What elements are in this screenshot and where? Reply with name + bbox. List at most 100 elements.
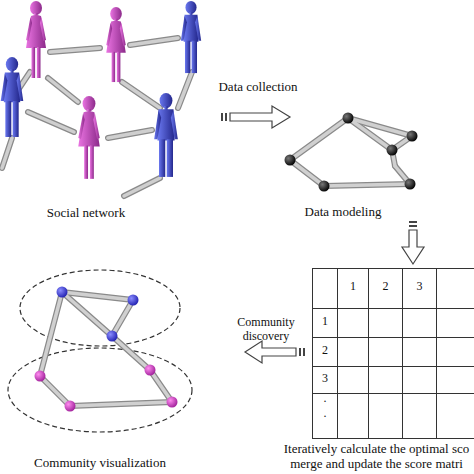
graph-edge [150,370,172,402]
social-link [2,138,12,168]
social-link-fill [2,38,192,196]
graph-edge [40,292,62,376]
social-link [48,78,78,102]
graph-edge [70,402,172,406]
graph-edge [112,300,133,336]
person-female [106,7,126,82]
step-label: Data collection [198,80,318,95]
graph-vertex [285,155,296,166]
arrow-tail-mark [299,348,301,356]
social-link [108,130,152,138]
graph-vertex [407,131,418,142]
graph-edge [70,402,172,406]
table-rule [312,337,474,338]
table-rule [312,308,474,309]
community-vertex [35,371,46,382]
social-link [28,112,74,132]
graph-edge [62,292,112,336]
step-label: Community discovery [229,316,303,344]
person-female [26,1,46,78]
step-label: Data modeling [293,205,393,220]
social-link [124,178,160,196]
graph-edge [112,336,150,370]
arrow-tail-mark [409,225,417,227]
graph-edge [40,376,70,406]
table-rule [436,268,437,439]
table-cell: . [315,407,335,421]
flow-arrow [402,230,424,264]
graph-edge [324,184,410,186]
graph-edge [348,118,392,150]
graph-edge [112,336,150,370]
graph-edge [150,370,172,402]
arrow-tail-mark [225,113,227,121]
table-rule [312,393,474,394]
table-cell: 2 [315,344,335,358]
social-link [122,82,160,108]
community-vertex [128,295,139,306]
arrow-tail-mark [221,113,223,121]
graph-edge [290,160,324,186]
community-vertex [57,287,68,298]
social-link [130,38,178,45]
person-male [1,57,24,137]
person-male [154,93,178,177]
graph-vertex [405,179,416,190]
table-cell: 1 [315,315,335,329]
arrow-tail-mark [409,221,417,223]
person-female [78,96,100,179]
social-link [130,38,178,45]
graph-edge [62,292,133,300]
community-vertex [145,365,156,376]
table-rule [337,268,338,439]
table-border [313,269,474,439]
social-link-outline [2,38,192,196]
graph-edge [290,118,348,160]
community-outline [8,348,192,432]
graph-edge [62,292,112,336]
graph-vertex [343,113,354,124]
social-link [48,78,78,102]
flow-arrow [245,341,296,363]
panel-caption: Community visualization [15,456,185,471]
panel-caption: Iteratively calculate the optimal sco me… [279,442,474,472]
graph-edge [290,118,348,160]
graph-edge-outline [290,118,412,186]
graph-edge [40,292,62,376]
panel-caption: Social network [26,206,146,221]
social-link [178,72,192,108]
graph-edge [290,160,324,186]
table-rule [368,268,369,439]
social-link [108,130,152,138]
community-vertex [167,397,178,408]
social-link [28,112,74,132]
community-outline [20,270,180,346]
social-link [50,48,100,52]
graph-edge [324,184,410,186]
social-link [178,72,192,108]
graph-edge-fill [40,292,172,406]
flow-arrow [230,106,290,128]
score-matrix-grid [312,268,474,439]
table-cell: 1 [341,280,365,294]
graph-edge-fill [290,118,412,186]
table-cell: 2 [374,280,398,294]
community-vertex [65,401,76,412]
table-rule [312,366,474,367]
graph-vertex [319,181,330,192]
social-link [2,138,12,168]
table-cell: 3 [408,280,432,294]
social-link [124,178,160,196]
social-link [50,48,100,52]
social-link [122,82,160,108]
person-male [181,1,201,73]
community-vertex [107,331,118,342]
table-cell: . [315,392,335,406]
table-rule [402,268,403,439]
graph-edge-outline [40,292,172,406]
graph-edge [112,300,133,336]
arrow-tail-mark [303,348,305,356]
graph-vertex [387,145,398,156]
graph-edge [40,376,70,406]
